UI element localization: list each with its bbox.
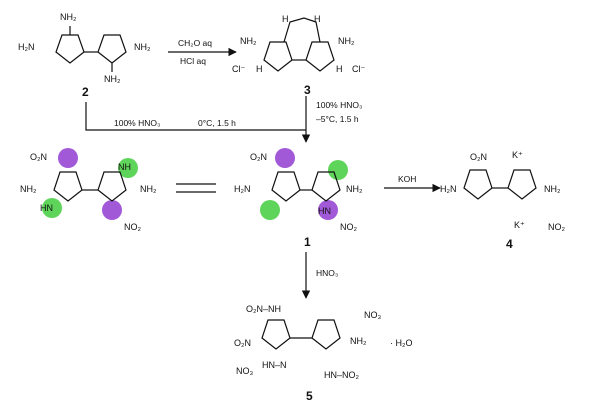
- cond-1-4-reagent: KOH: [398, 174, 417, 184]
- c5-hn-no2: HN–NO₂: [324, 370, 359, 380]
- c1-hn: HN: [318, 206, 331, 216]
- taut-no2-top: O₂N: [30, 152, 47, 162]
- c4-k-bottom: K⁺: [514, 220, 525, 230]
- compound-4-number: 4: [506, 237, 513, 251]
- c1-nh2-right: NH₂: [346, 184, 363, 194]
- cond-2-3-top: CH₂O aq: [178, 38, 213, 48]
- compound-3-number: 3: [304, 83, 311, 97]
- compound-5-structure: [261, 319, 341, 350]
- c5-o2n-nh: O₂N–NH: [246, 304, 281, 314]
- compound-3-structure: [263, 17, 335, 72]
- tautomer-structure: [42, 148, 138, 220]
- taut-no2-bottom: NO₂: [124, 222, 141, 232]
- c3-nh2-left: NH₂: [240, 36, 257, 46]
- cond-2-1-temp: 0°C, 1.5 h: [198, 118, 236, 128]
- taut-nh2-left: NH₂: [20, 184, 37, 194]
- c4-k-top: K⁺: [512, 150, 523, 160]
- cond-2-3-bottom: HCl aq: [180, 56, 206, 66]
- taut-nh2-right: NH₂: [140, 184, 157, 194]
- c4-no2-bottom: NO₂: [548, 222, 565, 232]
- compound-1-number: 1: [304, 235, 311, 249]
- cond-1-5-reagent: HNO₃: [316, 268, 339, 278]
- c5-nh2-plus: NH₂: [350, 336, 367, 346]
- c5-water: · H₂O: [390, 338, 413, 348]
- cond-2-1-reagent: 100% HNO₃: [114, 118, 161, 128]
- arrow-2-to-1: [85, 102, 306, 131]
- cond-3-1-temp: –5°C, 1.5 h: [316, 114, 359, 124]
- c2-n-bottom: NH₂: [104, 74, 121, 84]
- c1-nh2-left: H₂N: [234, 184, 251, 194]
- c5-hn-left: HN–N: [262, 360, 287, 370]
- equilibrium-arrows: [176, 183, 216, 193]
- c3-nh-top-right: H: [314, 14, 321, 24]
- c4-nh2-right: NH₂: [544, 184, 561, 194]
- taut-nh-right: NH: [118, 162, 131, 172]
- c4-nh2-left: H₂N: [440, 184, 457, 194]
- c4-no2-top: O₂N: [470, 152, 487, 162]
- c2-n-top: NH₂: [60, 12, 77, 22]
- cond-3-1-reagent: 100% HNO₃: [316, 100, 363, 110]
- compound-4-structure: [463, 169, 537, 200]
- c3-nh-left: H: [256, 64, 263, 74]
- c1-no2-top: O₂N: [250, 152, 267, 162]
- compound-2-number: 2: [82, 85, 89, 99]
- c2-nh2-right: NH₂: [134, 42, 151, 52]
- compound-5-number: 5: [306, 389, 313, 403]
- c5-no3-left: NO₃: [236, 366, 254, 376]
- compound-2-structure: [55, 26, 127, 72]
- c3-cl-left: Cl⁻: [232, 64, 246, 74]
- c3-nh-right: H: [336, 64, 343, 74]
- c1-no2-bottom: NO₂: [340, 222, 357, 232]
- c2-nh2-left: H₂N: [18, 42, 35, 52]
- c3-nh2-right: NH₂: [338, 36, 355, 46]
- c5-o2n-left: O₂N: [234, 338, 251, 348]
- c5-no3-right: NO₃: [364, 310, 382, 320]
- taut-hn-left: HN: [40, 203, 53, 213]
- c3-nh-top-left: H: [282, 14, 289, 24]
- compound-1-structure: [260, 148, 348, 220]
- c3-cl-right: Cl⁻: [352, 64, 366, 74]
